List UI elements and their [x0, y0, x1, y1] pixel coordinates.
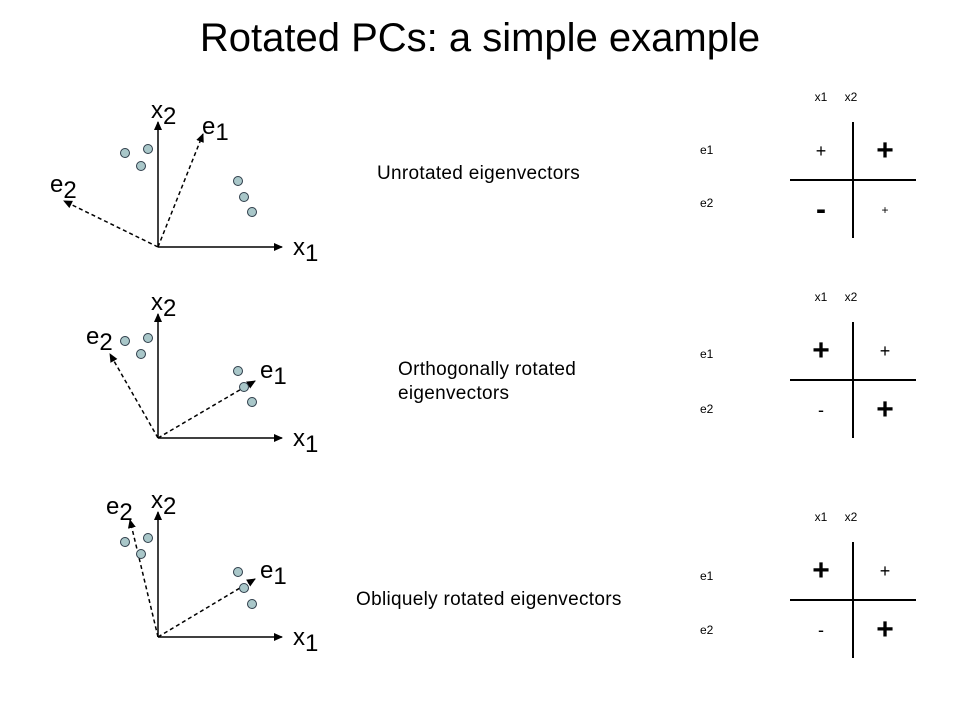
row-label: e1	[700, 347, 714, 361]
data-point	[247, 397, 257, 407]
sign-cell: -	[818, 619, 824, 640]
data-point	[136, 349, 146, 359]
x1-label: x1	[293, 624, 318, 657]
column-header: x1	[814, 510, 828, 524]
panel-description: Unrotated eigenvectors	[377, 162, 580, 186]
data-point	[120, 148, 130, 158]
sign-cell: +	[815, 140, 827, 161]
sign-cell: +	[876, 392, 894, 426]
panel-orthogonal: x2 e2 e1 x1 Orthogonally rotated eigenve…	[0, 284, 960, 484]
axes-diagram-oblique: e2 x2 e1 x1	[106, 487, 318, 657]
data-points	[120, 333, 257, 407]
e2-vector	[127, 519, 159, 638]
x2-label: x2	[151, 487, 176, 520]
data-point	[143, 333, 153, 343]
column-header: x2	[844, 290, 858, 304]
sign-cell: +	[876, 133, 894, 167]
data-point	[233, 567, 243, 577]
sign-cell: +	[879, 340, 891, 361]
data-point	[120, 336, 130, 346]
panel-description: Orthogonally rotated eigenvectors	[398, 358, 576, 406]
panel-description: Obliquely rotated eigenvectors	[356, 588, 622, 612]
data-point	[143, 533, 153, 543]
loading-table-orthogonal: x1 x2 e1 e2 + + - +	[700, 290, 920, 460]
e1-label: e1	[260, 557, 287, 590]
loading-table-unrotated: x1 x2 e1 e2 + + - +	[700, 90, 920, 260]
x2-label: x2	[151, 289, 176, 322]
x1-label: x1	[293, 234, 318, 267]
sign-grid: + + - +	[790, 122, 916, 238]
description-line: eigenvectors	[398, 383, 510, 404]
x1-label: x1	[293, 425, 318, 458]
description-line: Unrotated eigenvectors	[377, 163, 581, 184]
axes-diagram-orthogonal: x2 e2 e1 x1	[86, 289, 318, 458]
data-point	[239, 583, 249, 593]
column-header: x2	[844, 90, 858, 104]
data-point	[136, 161, 146, 171]
e1-label: e1	[260, 357, 287, 390]
e2-vector	[63, 200, 159, 248]
data-point	[233, 366, 243, 376]
row-label: e2	[700, 402, 714, 416]
description-line: Orthogonally rotated	[398, 359, 577, 380]
row-label: e2	[700, 196, 714, 210]
sign-cell: +	[876, 612, 894, 646]
data-point	[239, 192, 249, 202]
data-point	[120, 537, 130, 547]
panel-oblique: e2 x2 e1 x1 Obliquely rotated eigenvecto…	[0, 484, 960, 684]
sign-cell: +	[812, 333, 830, 367]
e2-label: e2	[50, 171, 77, 204]
panel-unrotated: x2 e1 e2 x1 Unrotated eigenvectors x1 x2…	[0, 90, 960, 290]
loading-table-oblique: x1 x2 e1 e2 + + - +	[700, 510, 920, 680]
slide-title: Rotated PCs: a simple example	[199, 16, 761, 60]
sign-grid: + + - +	[790, 542, 916, 658]
e1-label: e1	[202, 113, 229, 146]
sign-cell: +	[879, 560, 891, 581]
e2-vector	[109, 353, 159, 439]
row-label: e1	[700, 569, 714, 583]
e1-vector	[157, 578, 256, 638]
description-line: Obliquely rotated eigenvectors	[356, 589, 622, 610]
sign-cell: +	[881, 202, 889, 217]
sign-cell: +	[812, 553, 830, 587]
data-point	[143, 144, 153, 154]
sign-grid: + + - +	[790, 322, 916, 438]
e1-vector	[157, 380, 256, 439]
e2-label: e2	[86, 323, 113, 356]
data-point	[247, 207, 257, 217]
sign-cell: -	[816, 192, 826, 226]
row-label: e1	[700, 143, 714, 157]
x2-label: x2	[151, 97, 176, 130]
e2-label: e2	[106, 493, 133, 526]
row-label: e2	[700, 623, 714, 637]
e1-vector	[157, 133, 204, 248]
data-point	[247, 599, 257, 609]
data-point	[239, 382, 249, 392]
column-header: x1	[814, 90, 828, 104]
column-header: x1	[814, 290, 828, 304]
axes-diagram-unrotated: x2 e1 e2 x1	[50, 97, 318, 267]
data-points	[120, 144, 257, 217]
data-point	[233, 176, 243, 186]
data-points	[120, 533, 257, 609]
column-header: x2	[844, 510, 858, 524]
data-point	[136, 549, 146, 559]
sign-cell: -	[818, 399, 824, 420]
